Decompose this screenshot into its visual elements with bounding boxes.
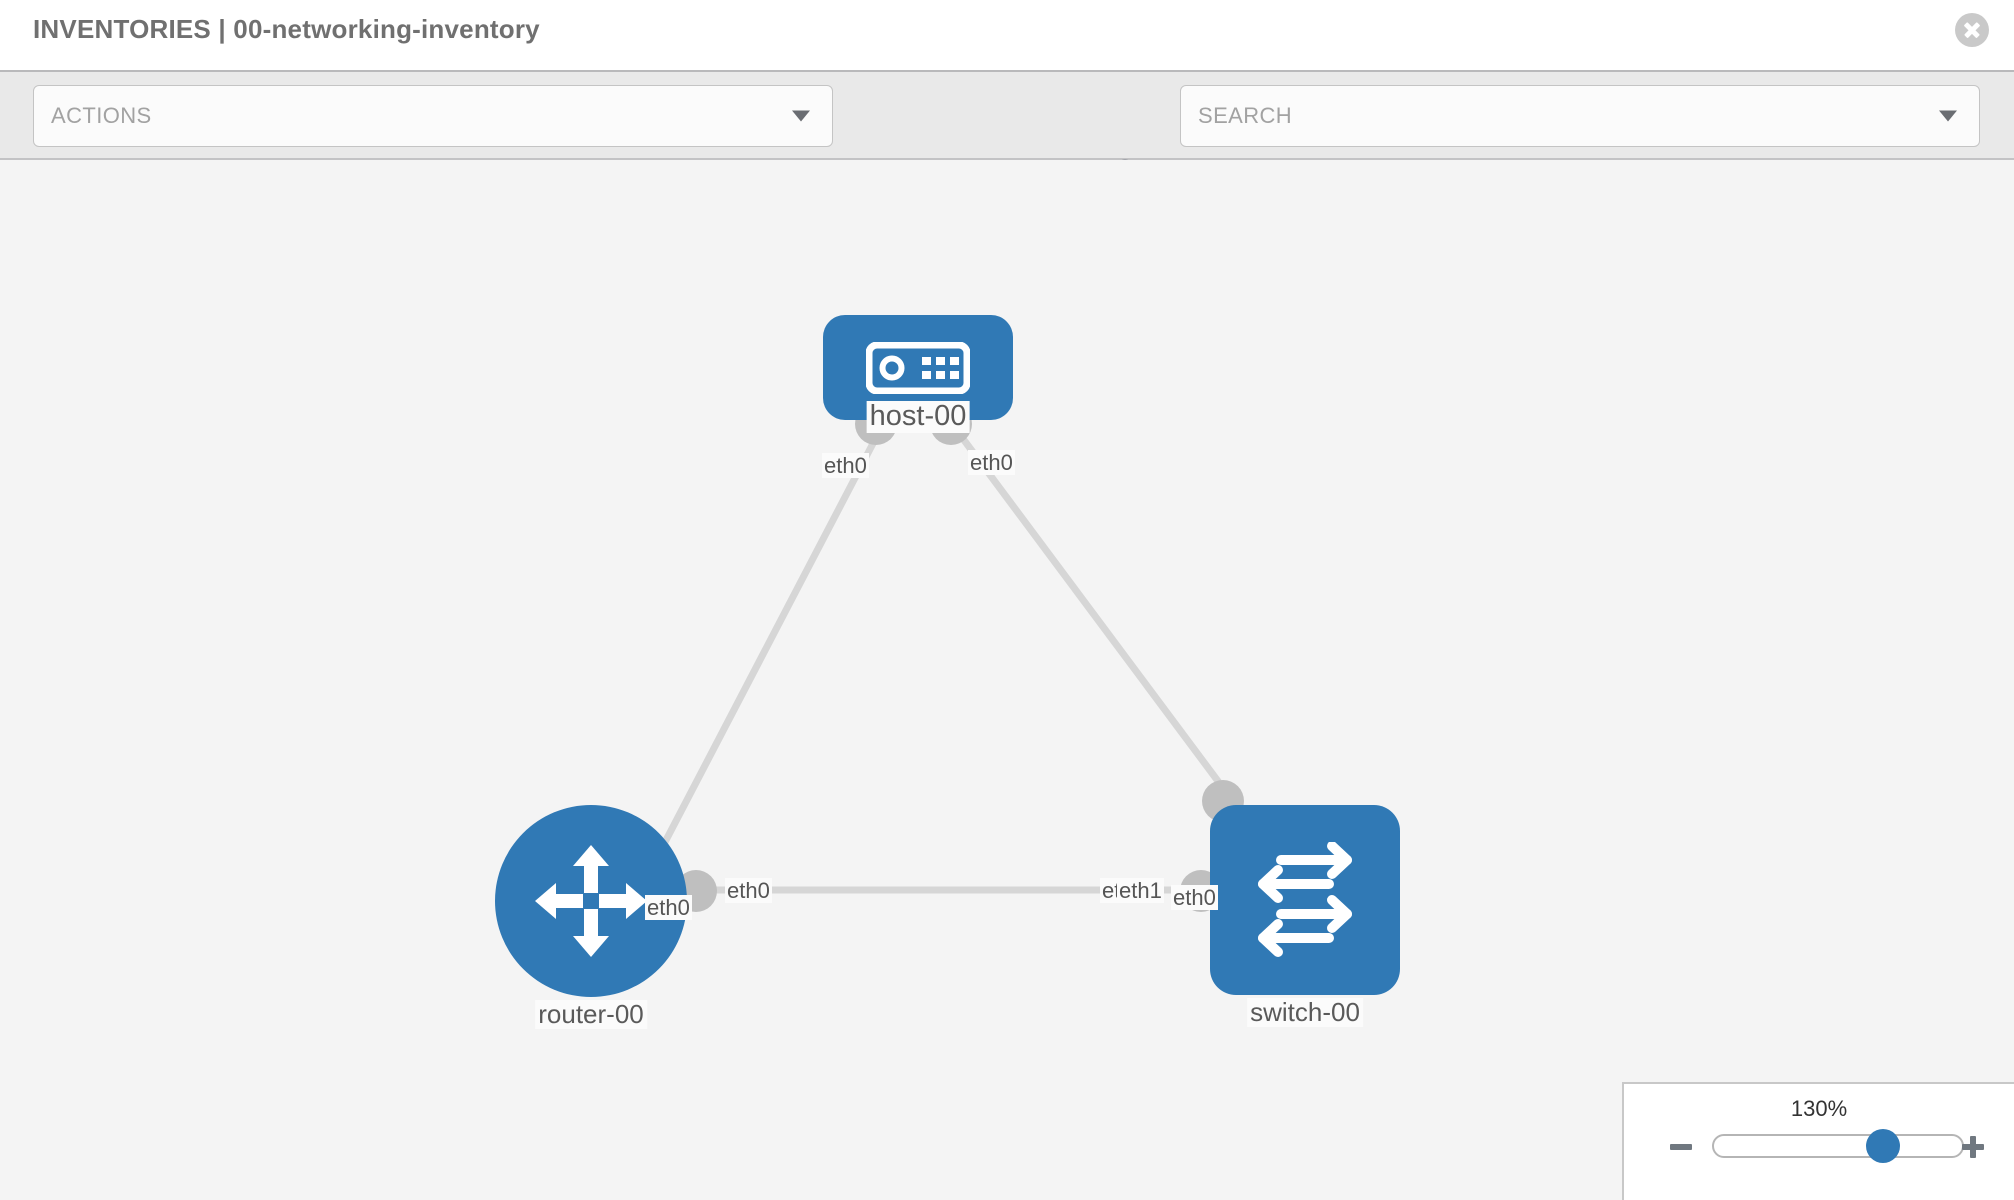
zoom-level-value: 130% [1790,1096,1848,1121]
chevron-down-icon [1939,110,1957,122]
switch-node-shape [1210,805,1400,995]
link-host-switch [952,425,1235,803]
topology-node-host-00[interactable]: host-00 [823,315,1013,433]
page-header: INVENTORIES | 00-networking-inventory [0,0,2014,70]
chevron-down-icon [792,110,810,122]
page-title: INVENTORIES | 00-networking-inventory [33,14,540,44]
router-arrows-icon [535,845,647,957]
topology-node-switch-00[interactable]: switch-00 [1210,805,1400,1027]
toolbar: ACTIONS SEARCH [0,70,2014,195]
edge-label-router-right: eth0 [725,878,772,904]
topology-canvas[interactable]: host-00 router-00 [0,160,2014,1200]
zoom-control-panel: 130% [1622,1082,2014,1200]
node-label-router-00: router-00 [535,1000,647,1029]
search-dropdown[interactable]: SEARCH [1180,85,1980,147]
zoom-out-button[interactable] [1666,1132,1696,1162]
switch-arrows-icon [1258,842,1352,957]
node-label-switch-00: switch-00 [1247,998,1363,1027]
actions-dropdown-label: ACTIONS [51,103,152,128]
zoom-in-button[interactable] [1958,1132,1988,1162]
edge-label-switch-left-b: eth1 [1117,878,1164,904]
search-input-placeholder: SEARCH [1198,103,1293,128]
link-host-router [636,428,884,892]
actions-dropdown[interactable]: ACTIONS [33,85,833,147]
close-icon[interactable] [1955,13,1989,47]
edge-label-host-right: eth0 [968,450,1015,476]
zoom-slider-thumb[interactable] [1865,1129,1900,1163]
edge-label-router-upper: eth0 [645,895,692,921]
server-device-icon [866,341,970,394]
zoom-slider-track[interactable] [1712,1129,1964,1163]
edge-label-switch-upper: eth0 [1171,885,1218,911]
node-label-host-00: host-00 [866,400,970,433]
edge-label-host-left: eth0 [822,453,869,479]
